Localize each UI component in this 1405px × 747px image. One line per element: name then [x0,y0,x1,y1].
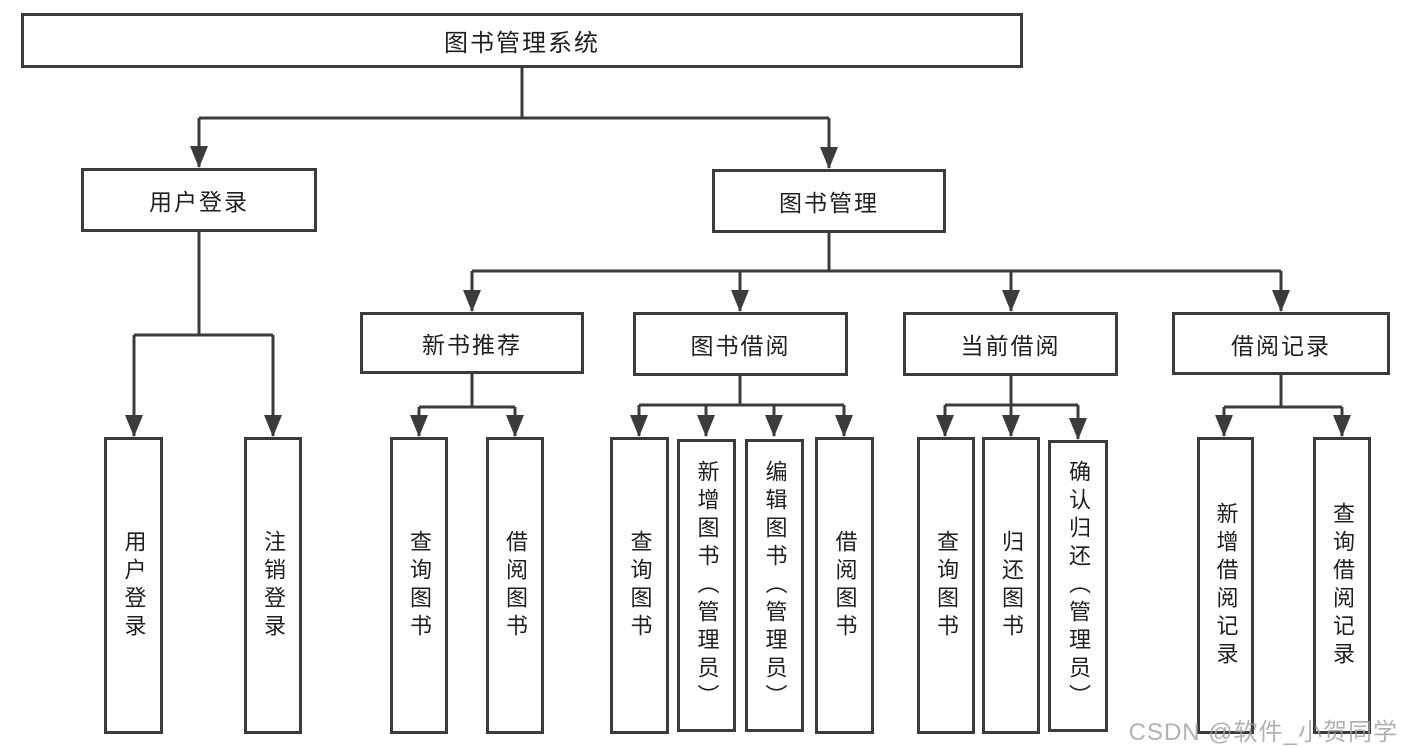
leaf-borrow-add-books-admin: 新增图书（管理员） [677,439,736,732]
leaf-borrow-borrow-books-label: 借阅图书 [832,529,858,642]
leaf-records-add-record-label: 新增借阅记录 [1213,501,1239,670]
leaf-borrow-edit-books-admin-label: 编辑图书（管理员） [762,459,788,712]
connector-elbow-user-login [134,232,273,337]
leaf-recommend-query-books-label: 查询图书 [407,529,432,642]
leaf-borrow-query-books: 查询图书 [610,437,669,734]
leaf-current-return-books-label: 归还图书 [999,529,1024,642]
leaf-current-query-books-label: 查询图书 [934,529,959,642]
leaf-current-confirm-return-admin-label: 确认归还（管理员） [1066,460,1091,712]
connector-elbow-book-management [472,233,1281,273]
connector-elbow-borrowing-records [1224,375,1342,409]
leaf-records-add-record: 新增借阅记录 [1197,437,1254,734]
leaf-borrow-query-books-label: 查询图书 [627,529,653,642]
leaf-current-return-books: 归还图书 [982,437,1040,734]
node-book-borrowing: 图书借阅 [633,312,848,376]
leaf-borrow-add-books-admin-label: 新增图书（管理员） [694,459,720,712]
leaf-current-confirm-return-admin: 确认归还（管理员） [1048,440,1108,732]
node-user-login: 用户登录 [81,168,317,232]
leaf-recommend-query-books: 查询图书 [390,437,448,734]
leaf-borrow-borrow-books: 借阅图书 [815,437,874,734]
connector-elbow-recommendation [419,374,515,409]
leaf-borrow-edit-books-admin: 编辑图书（管理员） [745,439,804,732]
node-borrowing-records: 借阅记录 [1172,312,1390,375]
node-root: 图书管理系统 [21,13,1023,68]
leaf-logout: 注销登录 [244,437,302,734]
connector-elbow-root [199,68,829,120]
leaf-user-login-label: 用户登录 [121,529,147,642]
node-book-management: 图书管理 [712,169,946,233]
node-current-borrowing: 当前借阅 [903,312,1118,376]
connector-elbow-book-borrowing [639,376,844,407]
leaf-records-query-record-label: 查询借阅记录 [1330,501,1355,670]
leaf-current-query-books: 查询图书 [917,437,975,734]
watermark-text: CSDN @软件_小贺同学 [1128,719,1398,746]
leaf-user-login: 用户登录 [104,437,163,734]
leaf-recommend-borrow-books-label: 借阅图书 [503,529,528,642]
leaf-recommend-borrow-books: 借阅图书 [486,437,544,734]
leaf-logout-label: 注销登录 [261,529,286,642]
connector-elbow-current-borrowing [945,376,1078,407]
leaf-records-query-record: 查询借阅记录 [1313,437,1371,734]
node-new-book-recommendation: 新书推荐 [360,312,584,374]
